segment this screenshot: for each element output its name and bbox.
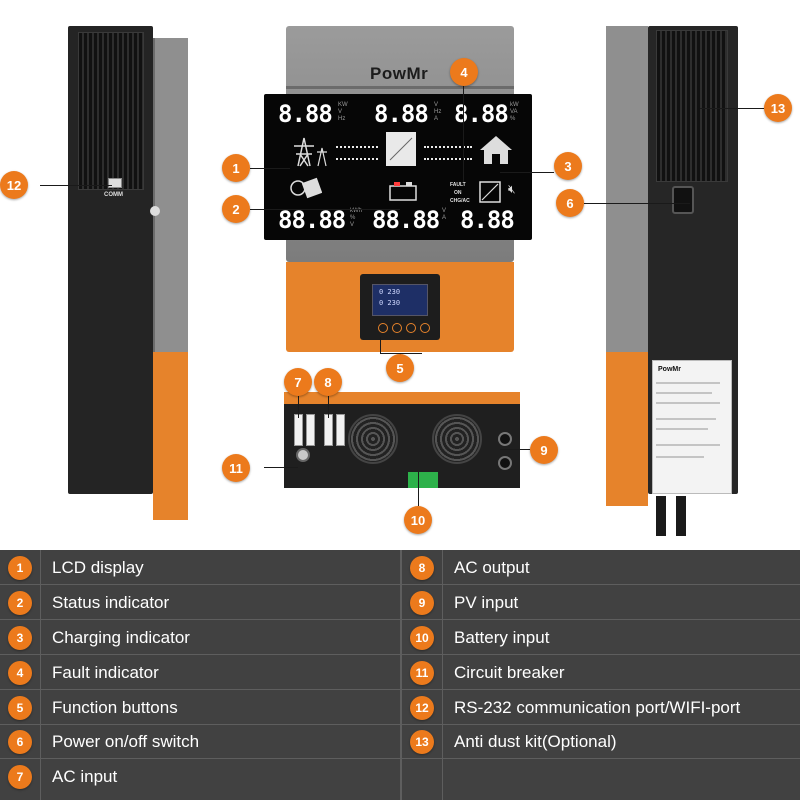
callout-badge: 8 <box>314 368 342 396</box>
legend-label: Anti dust kit(Optional) <box>454 731 617 751</box>
callout-badge: 2 <box>222 195 250 223</box>
legend-row: 13 Anti dust kit(Optional) <box>402 725 800 759</box>
legend-number: 1 <box>8 555 32 580</box>
legend-row: 8 AC output <box>402 551 800 585</box>
legend-row: 2 Status indicator <box>0 586 400 620</box>
mini-display: 0 230 0 230 <box>372 284 428 316</box>
vent-grille <box>78 32 144 190</box>
callout-badge: 3 <box>554 152 582 180</box>
inverter-left-side: COMM <box>68 26 188 520</box>
ac-input-terminal <box>306 414 315 446</box>
legend-label: Status indicator <box>52 592 170 612</box>
solar-panel-icon <box>290 177 322 199</box>
function-button[interactable] <box>406 323 416 333</box>
battery-terminal <box>408 472 438 488</box>
callout-badge: 12 <box>0 171 28 199</box>
legend-label: PV input <box>454 592 519 612</box>
house-icon <box>480 136 512 164</box>
legend-row: 12 RS-232 communication port/WIFI-port <box>402 691 800 725</box>
legend-number: 9 <box>410 590 434 615</box>
legend-number: 8 <box>410 555 434 580</box>
fan-icon <box>348 414 398 464</box>
battery-icon <box>389 182 417 201</box>
circuit-breaker[interactable] <box>296 448 310 462</box>
ac-output-terminal <box>324 414 333 446</box>
legend-row: 1 LCD display <box>0 551 400 585</box>
legend-row: 6 Power on/off switch <box>0 725 400 759</box>
legend-label: AC input <box>52 767 118 786</box>
legend-row: 3 Charging indicator <box>0 621 400 655</box>
function-button[interactable] <box>420 323 430 333</box>
legend-label: Power on/off switch <box>52 731 200 751</box>
legend-row: 4 Fault indicator <box>0 656 400 690</box>
legend-label: Circuit breaker <box>454 662 565 682</box>
lcd-readout: 8.88 <box>374 100 429 128</box>
power-switch[interactable] <box>672 186 694 214</box>
function-button[interactable] <box>378 323 388 333</box>
legend-label: Fault indicator <box>52 662 159 682</box>
legend-row: 11 Circuit breaker <box>402 656 800 690</box>
spec-label <box>652 360 732 494</box>
legend-number: 12 <box>410 695 434 720</box>
anti-dust-kit <box>656 30 728 182</box>
comm-label: COMM <box>104 192 123 198</box>
lcd-readout: 88.88 <box>372 206 440 234</box>
function-button[interactable] <box>392 323 402 333</box>
legend-number: 6 <box>8 729 32 754</box>
brand-logo: PowMr <box>370 64 429 83</box>
inverter-icon <box>386 132 416 166</box>
ac-input-terminal <box>294 414 303 446</box>
legend-label: AC output <box>454 557 530 577</box>
ac-output-terminal <box>336 414 345 446</box>
callout-badge: 6 <box>556 189 584 217</box>
legend-table: 1 LCD display 2 Status indicator 3 Charg… <box>0 550 800 800</box>
legend-label: Function buttons <box>52 697 178 717</box>
legend-number: 13 <box>410 729 434 754</box>
mute-icon: 🔇︎ <box>508 182 516 196</box>
legend-number: 4 <box>8 660 32 685</box>
legend-number: 10 <box>410 625 434 650</box>
legend-number: 2 <box>8 590 32 615</box>
legend-row: 9 PV input <box>402 586 800 620</box>
pv-terminal <box>498 456 512 470</box>
lcd-readout: 8.88 <box>460 206 515 234</box>
legend-number: 11 <box>410 660 434 685</box>
inverter-right-side: PowMr <box>606 26 738 536</box>
callout-badge: 11 <box>222 454 250 482</box>
callout-badge: 10 <box>404 506 432 534</box>
fan-icon <box>432 414 482 464</box>
pv-terminal <box>498 432 512 446</box>
grid-tower-icon <box>294 137 327 167</box>
callout-badge: 9 <box>530 436 558 464</box>
legend-label: Battery input <box>454 627 550 647</box>
legend-number: 7 <box>8 765 32 789</box>
legend-row: 5 Function buttons <box>0 691 400 725</box>
inverter-bottom <box>284 392 520 488</box>
callout-badge: 1 <box>222 154 250 182</box>
callout-badge: 7 <box>284 368 312 396</box>
lcd-readout: 8.88 <box>278 100 333 128</box>
legend-label: Charging indicator <box>52 627 190 647</box>
lcd-readout: 88.88 <box>278 206 346 234</box>
callout-badge: 5 <box>386 354 414 382</box>
rs232-port <box>108 178 122 188</box>
callout-badge: 4 <box>450 58 478 86</box>
callout-badge: 13 <box>764 94 792 122</box>
bypass-icon <box>479 181 501 203</box>
legend-number: 3 <box>8 625 32 650</box>
legend-label: LCD display <box>52 557 144 577</box>
legend-row: 7 AC input <box>0 760 400 794</box>
legend-label: RS-232 communication port/WIFI-port <box>454 697 741 717</box>
legend-number: 5 <box>8 695 32 720</box>
legend-row: 10 Battery input <box>402 621 800 655</box>
